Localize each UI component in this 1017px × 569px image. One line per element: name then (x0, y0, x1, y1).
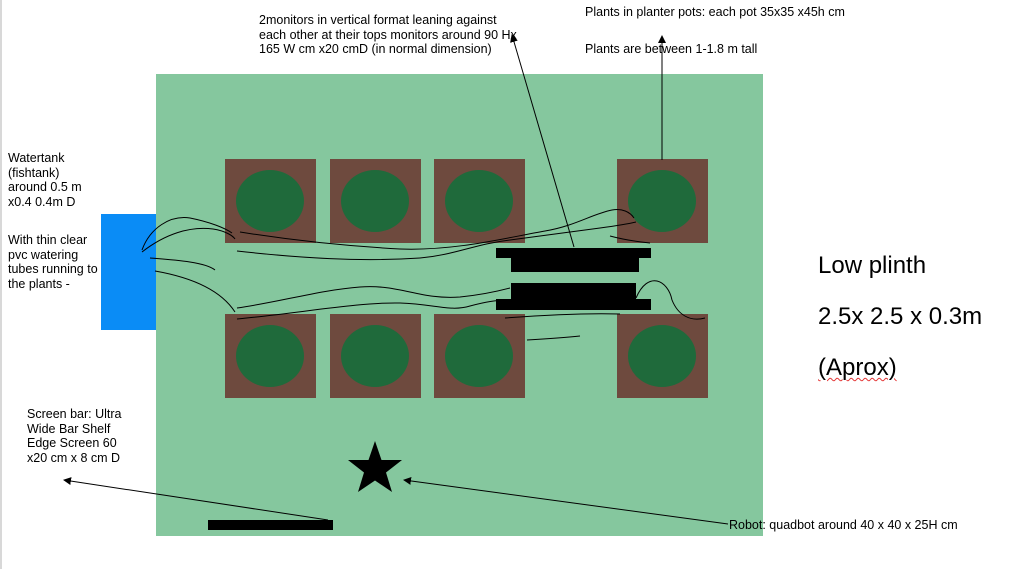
plinth (156, 74, 763, 536)
monitors (496, 248, 651, 310)
planter-pot (330, 159, 421, 243)
monitors-arrow (510, 34, 575, 248)
star-icon (348, 441, 402, 492)
planter-pot (617, 159, 708, 243)
plant-height-label: Plants are between 1-1.8 m tall (585, 42, 758, 56)
screen-bar (208, 520, 333, 530)
watering-tubes (141, 209, 706, 341)
monitors-label: 2monitors in vertical format leaning aga… (259, 13, 517, 56)
screen-bar-arrow (63, 477, 329, 521)
robot-arrow (403, 476, 729, 525)
planter-pot (225, 314, 316, 398)
pots-label: Plants in planter pots: each pot 35x35 x… (585, 5, 845, 19)
planter-pot (330, 314, 421, 398)
screen-bar-label: Screen bar: Ultra Wide Bar Shelf Edge Sc… (27, 407, 122, 465)
tubes-label: With thin clear pvc watering tubes runni… (8, 233, 98, 291)
planter-pot (434, 314, 525, 398)
planter-pot (617, 314, 708, 398)
planter-pot (225, 159, 316, 243)
plinth-title: Low plinth (818, 252, 927, 279)
plinth-approx: (Aprox) (818, 354, 897, 381)
water-tank (101, 214, 156, 330)
robot-label: Robot: quadbot around 40 x 40 x 25H cm (729, 518, 958, 532)
plinth-dimensions: 2.5x 2.5 x 0.3m (818, 303, 983, 330)
watertank-label: Watertank (fishtank) around 0.5 m x0.4 0… (8, 151, 82, 209)
planter-pot (434, 159, 525, 243)
